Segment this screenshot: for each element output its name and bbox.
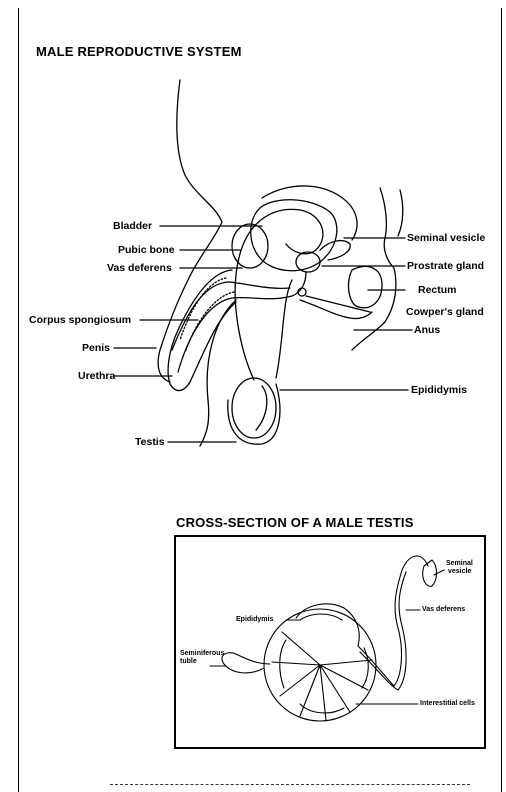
inset-label-seminal-2: vesicle bbox=[448, 568, 471, 576]
inset-label-epididymis: Epididymis bbox=[236, 616, 273, 624]
inset-label-seminiferous-2: tuble bbox=[180, 658, 197, 666]
inset-label-seminal-1: Seminal bbox=[446, 560, 473, 568]
seminiferous-tubule-loop bbox=[222, 653, 270, 673]
inset-label-vas-deferens: Vas deferens bbox=[422, 606, 465, 614]
epididymis-cap bbox=[296, 604, 359, 646]
inset-seminal-vesicle bbox=[423, 560, 437, 586]
inset-label-interestitial: Interestitial cells bbox=[420, 700, 475, 708]
inset-label-seminiferous-1: Seminiferous bbox=[180, 650, 224, 658]
